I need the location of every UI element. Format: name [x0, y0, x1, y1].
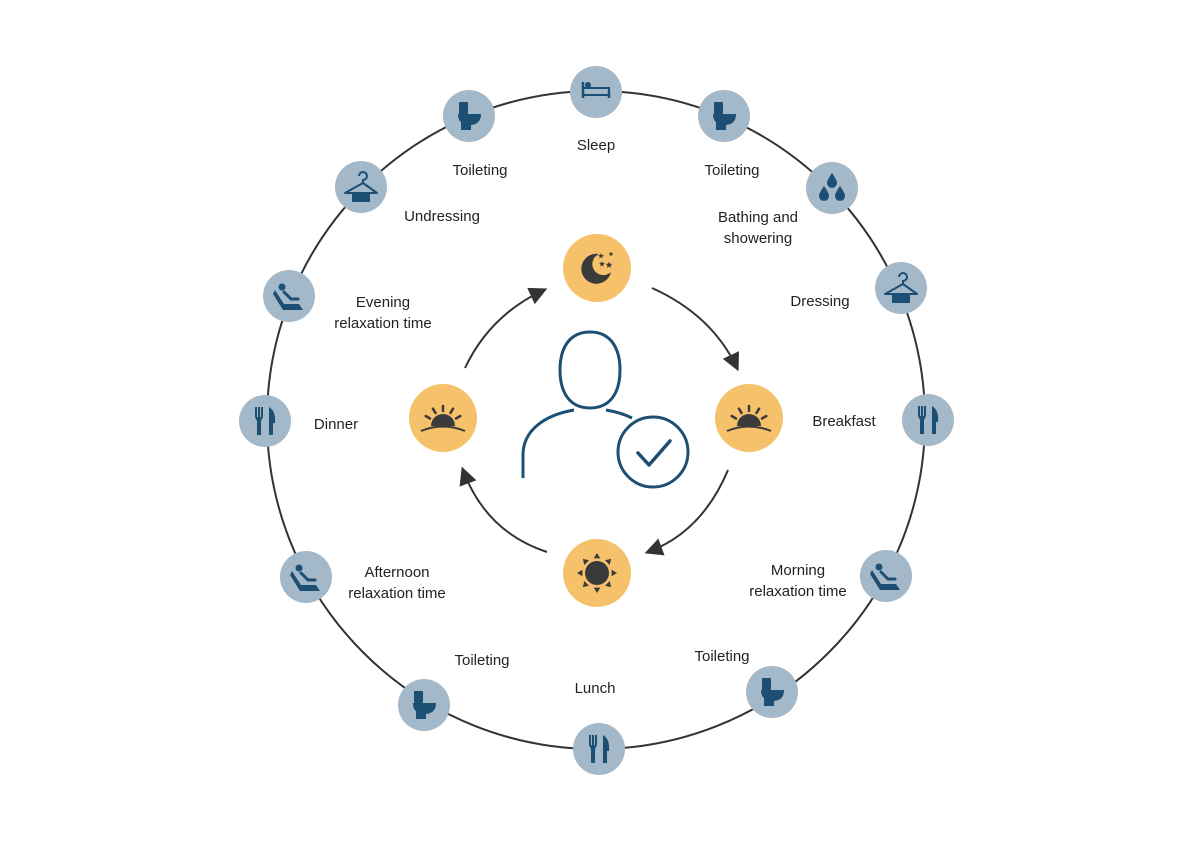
person-shoulder-left	[521, 408, 575, 478]
activity-label-bathing: Bathing and showering	[718, 207, 798, 249]
activity-label-line: relaxation time	[348, 585, 446, 602]
hanger-icon	[344, 171, 378, 202]
activity-label-line: Toileting	[694, 648, 750, 665]
toilet-icon	[713, 102, 736, 130]
activity-label-afternoon-relax: Afternoon relaxation time	[348, 562, 446, 604]
activity-icon-toileting-4	[443, 90, 495, 142]
cycle-arrow-1	[651, 287, 739, 372]
activity-label-line: Morning	[770, 562, 826, 579]
cycle-arrow-3	[459, 466, 548, 553]
activity-label-line: Afternoon	[364, 564, 430, 581]
cycle-icon-night	[563, 234, 631, 302]
activity-icon-dressing	[875, 262, 927, 314]
cutlery-icon	[918, 406, 939, 434]
activity-label-line: Dressing	[790, 293, 850, 310]
activity-label-toileting-1: Toileting	[704, 160, 759, 181]
activity-label-line: relaxation time	[749, 583, 847, 600]
cycle-icon-evening	[409, 384, 477, 452]
cycle-arrows	[459, 287, 739, 556]
activity-label-sleep: Sleep	[577, 135, 615, 156]
activity-icon-toileting-1	[698, 90, 750, 142]
activity-icon-evening-relax	[263, 270, 315, 322]
activity-label-line: Breakfast	[812, 413, 876, 430]
activity-icon-toileting-3	[398, 679, 450, 731]
activity-label-line: Evening	[355, 294, 411, 311]
activity-label-line: Lunch	[574, 680, 616, 697]
person-head	[558, 330, 622, 410]
toilet-icon	[761, 678, 784, 706]
activity-label-line: Toileting	[704, 162, 760, 179]
activity-icon-undressing	[335, 161, 387, 213]
activity-label-breakfast: Breakfast	[812, 411, 875, 432]
activity-icon-afternoon-relax	[280, 551, 332, 603]
recliner-icon	[273, 283, 303, 310]
recliner-icon	[870, 563, 900, 590]
activity-label-line: Toileting	[452, 162, 508, 179]
activity-label-line: showering	[723, 230, 793, 247]
cycle-icon-morning	[715, 384, 783, 452]
activity-label-undressing: Undressing	[404, 206, 480, 227]
activity-label-line: Dinner	[313, 416, 359, 433]
activity-label-lunch: Lunch	[575, 678, 616, 699]
sunset-icon	[420, 404, 466, 432]
moon-stars-icon	[581, 251, 614, 284]
activity-label-toileting-4: Toileting	[452, 160, 507, 181]
activity-icon-bathing	[806, 162, 858, 214]
check-circle	[616, 415, 690, 489]
hanger-icon	[884, 272, 918, 303]
toilet-icon	[413, 691, 436, 719]
person-shoulder-right	[605, 408, 633, 420]
activity-icon-sleep	[570, 66, 622, 118]
activity-label-line: Undressing	[404, 208, 480, 225]
activity-label-dressing: Dressing	[790, 291, 849, 312]
activity-icons	[239, 66, 954, 775]
activity-icon-toileting-2	[746, 666, 798, 718]
activity-label-evening-relax: Evening relaxation time	[334, 292, 432, 334]
cycle-arrow-4	[464, 287, 548, 369]
activity-label-line: Sleep	[576, 137, 616, 154]
bed-icon	[581, 82, 611, 98]
activity-label-morning-relax: Morning relaxation time	[749, 560, 847, 602]
activity-label-line: relaxation time	[334, 315, 432, 332]
activity-label-line: Toileting	[454, 652, 510, 669]
check-mark	[636, 439, 672, 467]
sunrise-icon	[726, 404, 772, 432]
toilet-icon	[458, 102, 481, 130]
activity-icon-lunch	[573, 723, 625, 775]
recliner-icon	[290, 564, 320, 591]
activity-icon-morning-relax	[860, 550, 912, 602]
activity-label-dinner: Dinner	[314, 414, 358, 435]
person-check-icon	[521, 330, 690, 489]
activity-label-line: Bathing and	[717, 209, 799, 226]
cycle-icon-midday	[563, 539, 631, 607]
sun-icon	[577, 553, 617, 593]
activity-label-toileting-3: Toileting	[454, 650, 509, 671]
cycle-icons	[409, 234, 783, 607]
activity-icon-breakfast	[902, 394, 954, 446]
cycle-arrow-2	[644, 469, 729, 556]
activity-icon-dinner	[239, 395, 291, 447]
cutlery-icon	[589, 735, 610, 763]
activity-label-toileting-2: Toileting	[694, 646, 749, 667]
water-drops-icon	[819, 173, 845, 201]
cutlery-icon	[255, 407, 276, 435]
